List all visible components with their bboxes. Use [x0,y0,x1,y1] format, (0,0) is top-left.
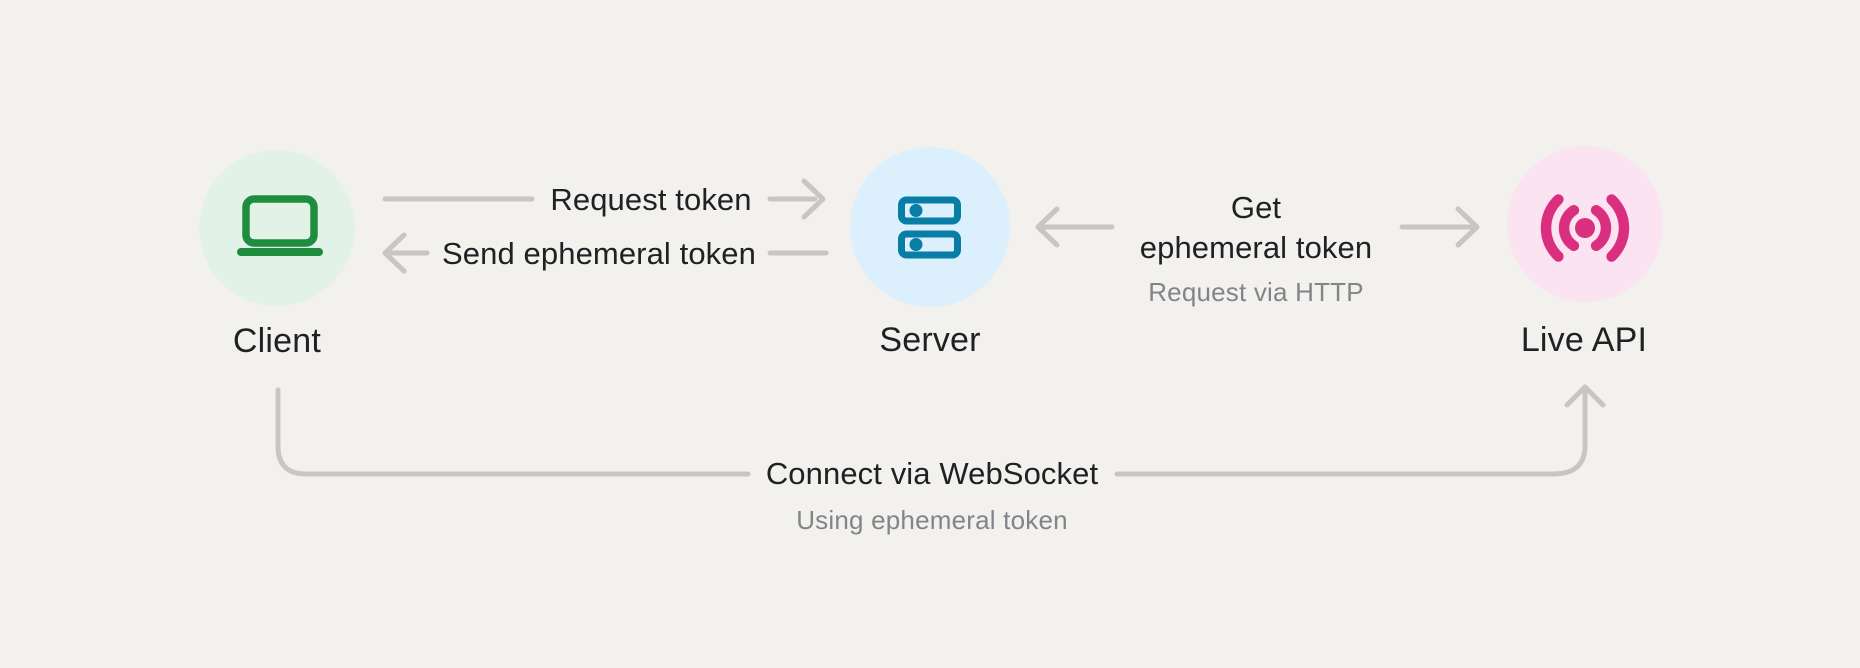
client-node: Client [199,150,355,360]
get-ephemeral-token-label-line2: ephemeral token [1140,230,1372,265]
using-ephemeral-token-sublabel: Using ephemeral token [796,505,1068,535]
client-circle [199,150,355,306]
connector-lines [275,178,1606,477]
request-token-arrowhead-right-icon [801,178,826,220]
server-node: Server [850,147,1010,359]
edge-labels: Request token Send ephemeral token Get e… [442,182,1372,491]
send-token-arrowhead-left-icon [382,232,407,274]
edge-sublabels: Request via HTTP Using ephemeral token [796,277,1364,535]
server-icon [898,196,961,259]
broadcast-icon [1540,194,1630,262]
request-via-http-sublabel: Request via HTTP [1148,277,1364,307]
live-api-node: Live API [1507,146,1663,359]
websocket-arrowhead-up-icon [1564,384,1606,408]
server-circle [850,147,1010,307]
get-token-arrowhead-right-icon [1455,206,1480,248]
request-token-label: Request token [550,182,751,217]
laptop-icon [237,195,323,256]
server-label: Server [879,321,980,359]
websocket-line-right [1114,388,1588,477]
websocket-line-left [275,387,751,477]
connect-websocket-label: Connect via WebSocket [766,456,1099,491]
live-api-label: Live API [1521,321,1647,359]
send-ephemeral-token-label: Send ephemeral token [442,236,756,271]
client-label: Client [233,322,321,360]
get-token-arrowhead-left-icon [1035,206,1060,248]
get-ephemeral-token-label-line1: Get [1231,190,1282,225]
